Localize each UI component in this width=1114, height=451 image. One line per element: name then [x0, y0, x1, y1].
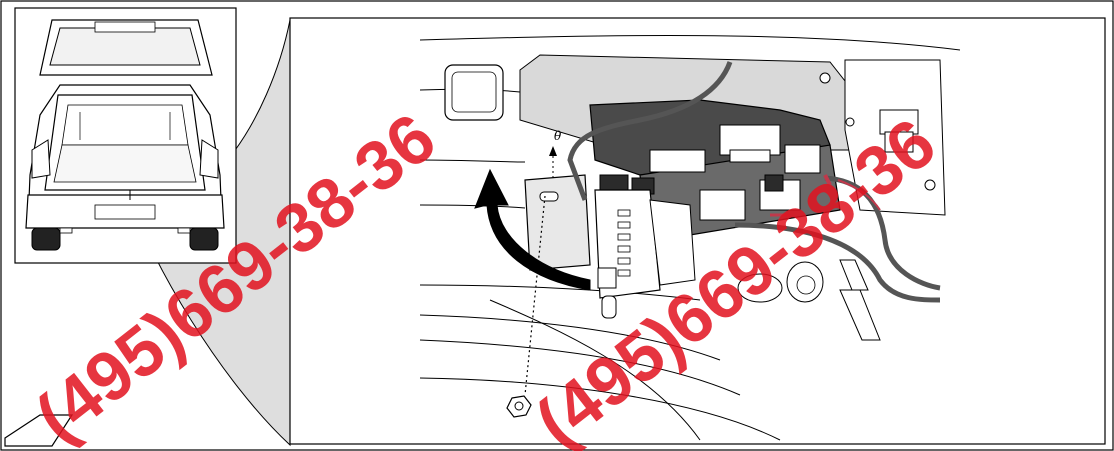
fastener-axis-line — [524, 195, 546, 396]
theta-label: θ — [554, 129, 562, 143]
vehicle-inset — [14, 7, 237, 264]
wire-harness-top — [567, 61, 733, 201]
detail-panel: θ — [289, 17, 1106, 445]
wire-harness-bottom — [734, 222, 941, 303]
corner-fragment — [4, 414, 74, 447]
bracket-slot — [539, 191, 559, 202]
wire-red — [823, 174, 832, 186]
removal-arrow — [474, 168, 591, 291]
nut-icon — [506, 395, 532, 418]
